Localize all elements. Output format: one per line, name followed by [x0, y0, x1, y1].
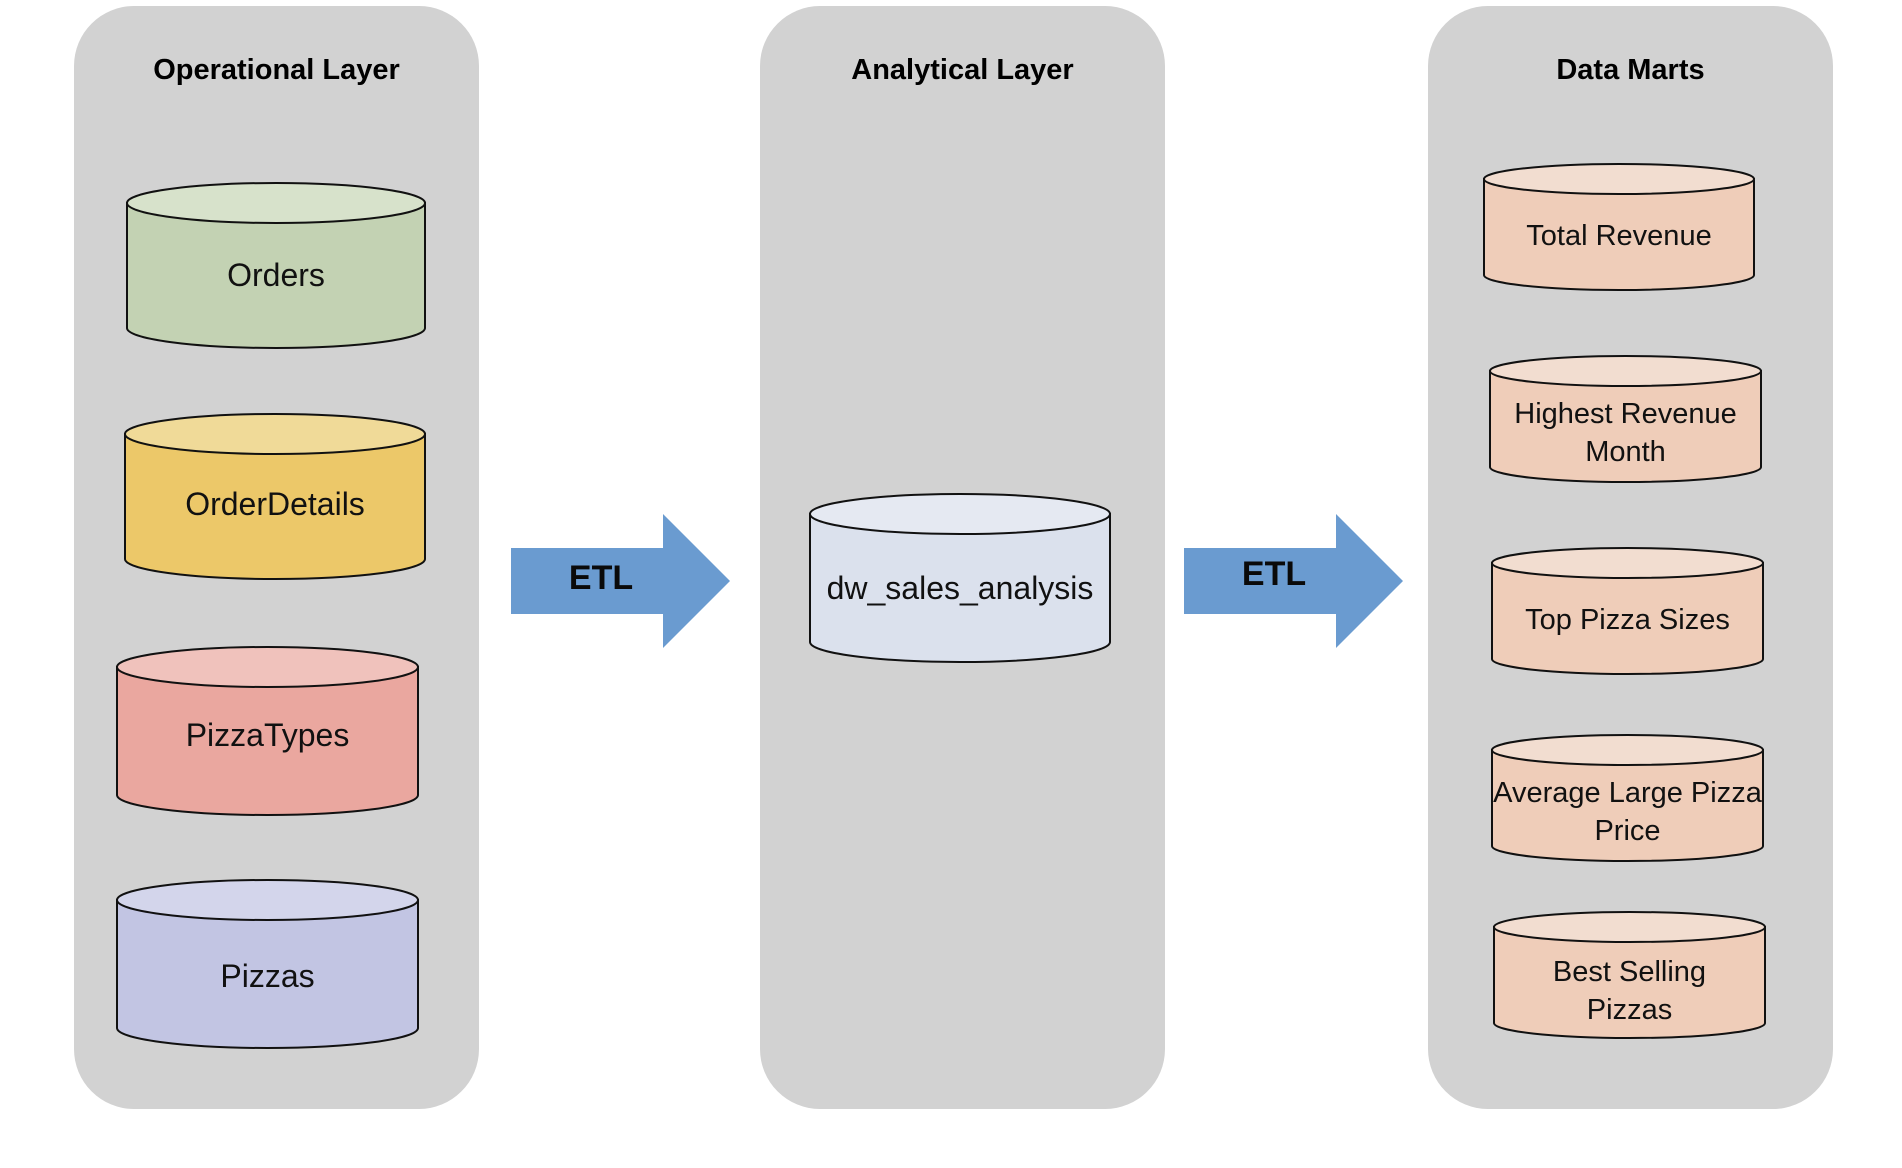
database-pizzatypes-label: PizzaTypes [185, 717, 350, 753]
etl-label: ETL [568, 559, 634, 597]
mart-highest-revenue-month: Highest Revenue Month [1489, 355, 1762, 483]
etl-arrow-operational-to-analytical: ETL [511, 514, 731, 648]
database-dw-sales-analysis-label: dw_sales_analysis [826, 570, 1094, 606]
mart-highest-revenue-month-label: Highest Revenue Month [1514, 398, 1737, 468]
database-orderdetails: OrderDetails [124, 413, 426, 580]
database-orders: Orders [126, 182, 426, 349]
database-cylinder-icon [1483, 163, 1755, 291]
database-pizzatypes: PizzaTypes [116, 646, 419, 816]
operational-layer-title: Operational Layer [153, 54, 400, 86]
etl-arrow-analytical-to-marts: ETL [1184, 514, 1404, 648]
database-pizzas: Pizzas [116, 879, 419, 1049]
database-cylinder-icon [126, 182, 426, 349]
mart-average-large-pizza-price: Average Large Pizza Price [1491, 734, 1764, 862]
mart-total-revenue-label: Total Revenue [1526, 220, 1712, 252]
database-orderdetails-label: OrderDetails [185, 486, 365, 522]
mart-total-revenue: Total Revenue [1483, 163, 1755, 291]
mart-top-pizza-sizes: Top Pizza Sizes [1491, 547, 1764, 675]
etl-label: ETL [1241, 555, 1307, 593]
mart-best-selling-pizzas-label: Best Selling Pizzas [1552, 956, 1707, 1026]
database-cylinder-icon [124, 413, 426, 580]
database-cylinder-icon [1491, 734, 1764, 862]
data-marts-title: Data Marts [1556, 54, 1705, 86]
mart-best-selling-pizzas: Best Selling Pizzas [1493, 911, 1766, 1039]
database-pizzas-label: Pizzas [220, 958, 315, 994]
right-arrow-icon [1184, 514, 1403, 648]
database-dw-sales-analysis: dw_sales_analysis [809, 493, 1111, 663]
right-arrow-icon [511, 514, 730, 648]
mart-top-pizza-sizes-label: Top Pizza Sizes [1525, 604, 1730, 636]
analytical-layer-title: Analytical Layer [851, 54, 1074, 86]
database-orders-label: Orders [227, 257, 325, 293]
database-cylinder-icon [1493, 911, 1766, 1039]
database-cylinder-icon [1489, 355, 1762, 483]
database-cylinder-icon [116, 879, 419, 1049]
database-cylinder-icon [1491, 547, 1764, 675]
database-cylinder-icon [116, 646, 419, 816]
mart-average-large-pizza-price-label: Average Large Pizza Price [1493, 777, 1762, 847]
database-cylinder-icon [809, 493, 1111, 663]
